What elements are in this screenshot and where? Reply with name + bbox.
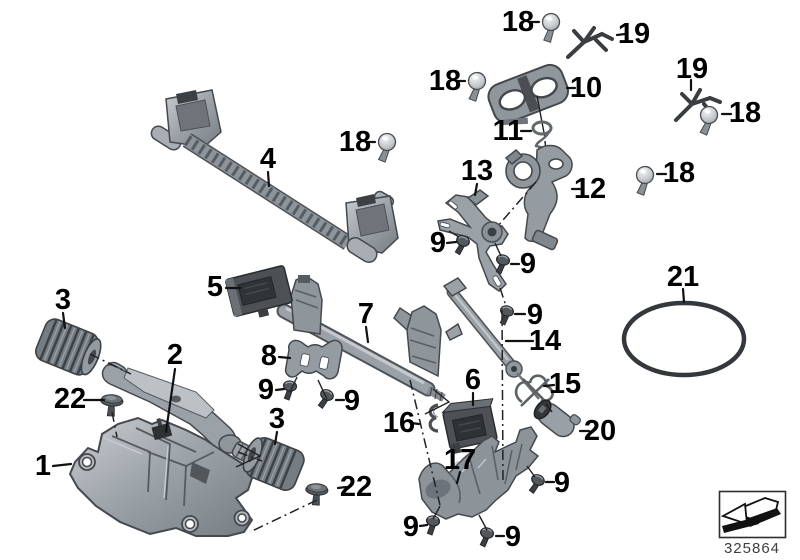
callout-label-12[interactable]: 12 bbox=[574, 173, 606, 205]
countersunk-screw-22 bbox=[304, 482, 329, 507]
callout-label-19[interactable]: 19 bbox=[618, 18, 650, 50]
callout-label-4[interactable]: 4 bbox=[260, 143, 276, 175]
callout-label-18[interactable]: 18 bbox=[339, 126, 371, 158]
callout-label-18[interactable]: 18 bbox=[663, 157, 695, 189]
callout-leader bbox=[266, 170, 271, 188]
ball-screw-18 bbox=[694, 103, 721, 138]
callout-label-18[interactable]: 18 bbox=[729, 97, 761, 129]
part-7-clamp-bar bbox=[276, 275, 446, 402]
callout-label-9[interactable]: 9 bbox=[520, 248, 536, 280]
callout-leader bbox=[277, 355, 292, 360]
part-11-spring-pin bbox=[531, 120, 553, 152]
callout-label-1[interactable]: 1 bbox=[35, 450, 51, 482]
part-8-clamp-saddle bbox=[284, 339, 343, 380]
callout-label-9[interactable]: 9 bbox=[403, 511, 419, 543]
ball-screw-18 bbox=[631, 164, 656, 197]
callout-label-20[interactable]: 20 bbox=[584, 415, 616, 447]
callout-leader bbox=[164, 367, 177, 434]
callout-label-17[interactable]: 17 bbox=[444, 444, 476, 476]
callout-label-7[interactable]: 7 bbox=[358, 298, 374, 330]
part-6-connector bbox=[441, 398, 498, 455]
screw-9 bbox=[496, 303, 516, 327]
callout-label-13[interactable]: 13 bbox=[461, 155, 493, 187]
callout-leader bbox=[51, 462, 73, 468]
callout-label-19[interactable]: 19 bbox=[676, 53, 708, 85]
callout-leader bbox=[681, 287, 686, 304]
callout-leader bbox=[455, 470, 462, 485]
ball-screw-18 bbox=[373, 131, 398, 165]
insertion-mark bbox=[235, 443, 262, 468]
callout-label-5[interactable]: 5 bbox=[207, 271, 223, 303]
callout-label-9[interactable]: 9 bbox=[527, 299, 543, 331]
callout-label-6[interactable]: 6 bbox=[465, 364, 481, 396]
callout-label-9[interactable]: 9 bbox=[505, 521, 521, 553]
callout-label-3[interactable]: 3 bbox=[269, 403, 285, 435]
direction-arrow-icon bbox=[720, 497, 781, 533]
callout-leader bbox=[473, 182, 479, 197]
callout-leader bbox=[273, 430, 279, 446]
callout-leader bbox=[445, 240, 458, 245]
part-17-cradle-bracket bbox=[418, 426, 540, 520]
callout-label-9[interactable]: 9 bbox=[430, 227, 446, 259]
ball-screw-18 bbox=[538, 11, 562, 44]
callout-label-11[interactable]: 11 bbox=[493, 115, 524, 147]
callout-label-3[interactable]: 3 bbox=[55, 284, 71, 316]
part-3-grommet bbox=[35, 318, 102, 376]
part-1-base-bracket bbox=[68, 416, 254, 537]
callout-leader bbox=[409, 421, 421, 426]
callout-label-22[interactable]: 22 bbox=[54, 383, 86, 415]
callout-leader bbox=[61, 311, 67, 330]
callout-label-18[interactable]: 18 bbox=[502, 6, 534, 38]
part-10-top-plate bbox=[487, 63, 569, 125]
sheet-number: 325864 bbox=[724, 540, 780, 557]
part-13-support-bracket bbox=[437, 189, 509, 292]
callout-label-2[interactable]: 2 bbox=[167, 339, 183, 371]
callout-label-9[interactable]: 9 bbox=[344, 385, 360, 417]
callout-leader-layer bbox=[51, 20, 733, 538]
part-12-holder-bracket bbox=[504, 144, 573, 251]
callout-label-9[interactable]: 9 bbox=[554, 467, 570, 499]
callout-leader bbox=[418, 523, 429, 528]
callout-leader bbox=[364, 325, 370, 344]
screw-9 bbox=[476, 525, 496, 549]
callout-leader bbox=[615, 32, 627, 37]
callout-label-9[interactable]: 9 bbox=[258, 374, 274, 406]
screw-9 bbox=[314, 387, 336, 412]
callout-label-22[interactable]: 22 bbox=[340, 471, 372, 503]
callout-label-16[interactable]: 16 bbox=[383, 407, 415, 439]
callout-label-10[interactable]: 10 bbox=[570, 72, 602, 104]
callout-label-8[interactable]: 8 bbox=[261, 340, 277, 372]
screw-9 bbox=[525, 472, 547, 497]
callout-label-15[interactable]: 15 bbox=[549, 368, 581, 400]
part-19-spring-clip bbox=[674, 88, 722, 122]
callout-leader bbox=[274, 387, 286, 392]
part-20-lock-barrel bbox=[533, 399, 581, 438]
pin-line bbox=[536, 95, 546, 139]
assembly-axis-lines bbox=[89, 181, 553, 533]
callout-leader bbox=[336, 485, 348, 490]
part-4-channel-rail bbox=[150, 89, 399, 263]
callout-label-18[interactable]: 18 bbox=[429, 65, 461, 97]
part-21-o-ring bbox=[621, 300, 747, 378]
part-19-spring-clip bbox=[566, 26, 614, 59]
callout-leader bbox=[542, 383, 556, 388]
callout-label-14[interactable]: 14 bbox=[529, 325, 561, 357]
insertion-mark bbox=[424, 388, 451, 415]
direction-stamp bbox=[718, 490, 787, 539]
callout-label-21[interactable]: 21 bbox=[667, 261, 699, 293]
ball-screw-18 bbox=[463, 70, 488, 103]
